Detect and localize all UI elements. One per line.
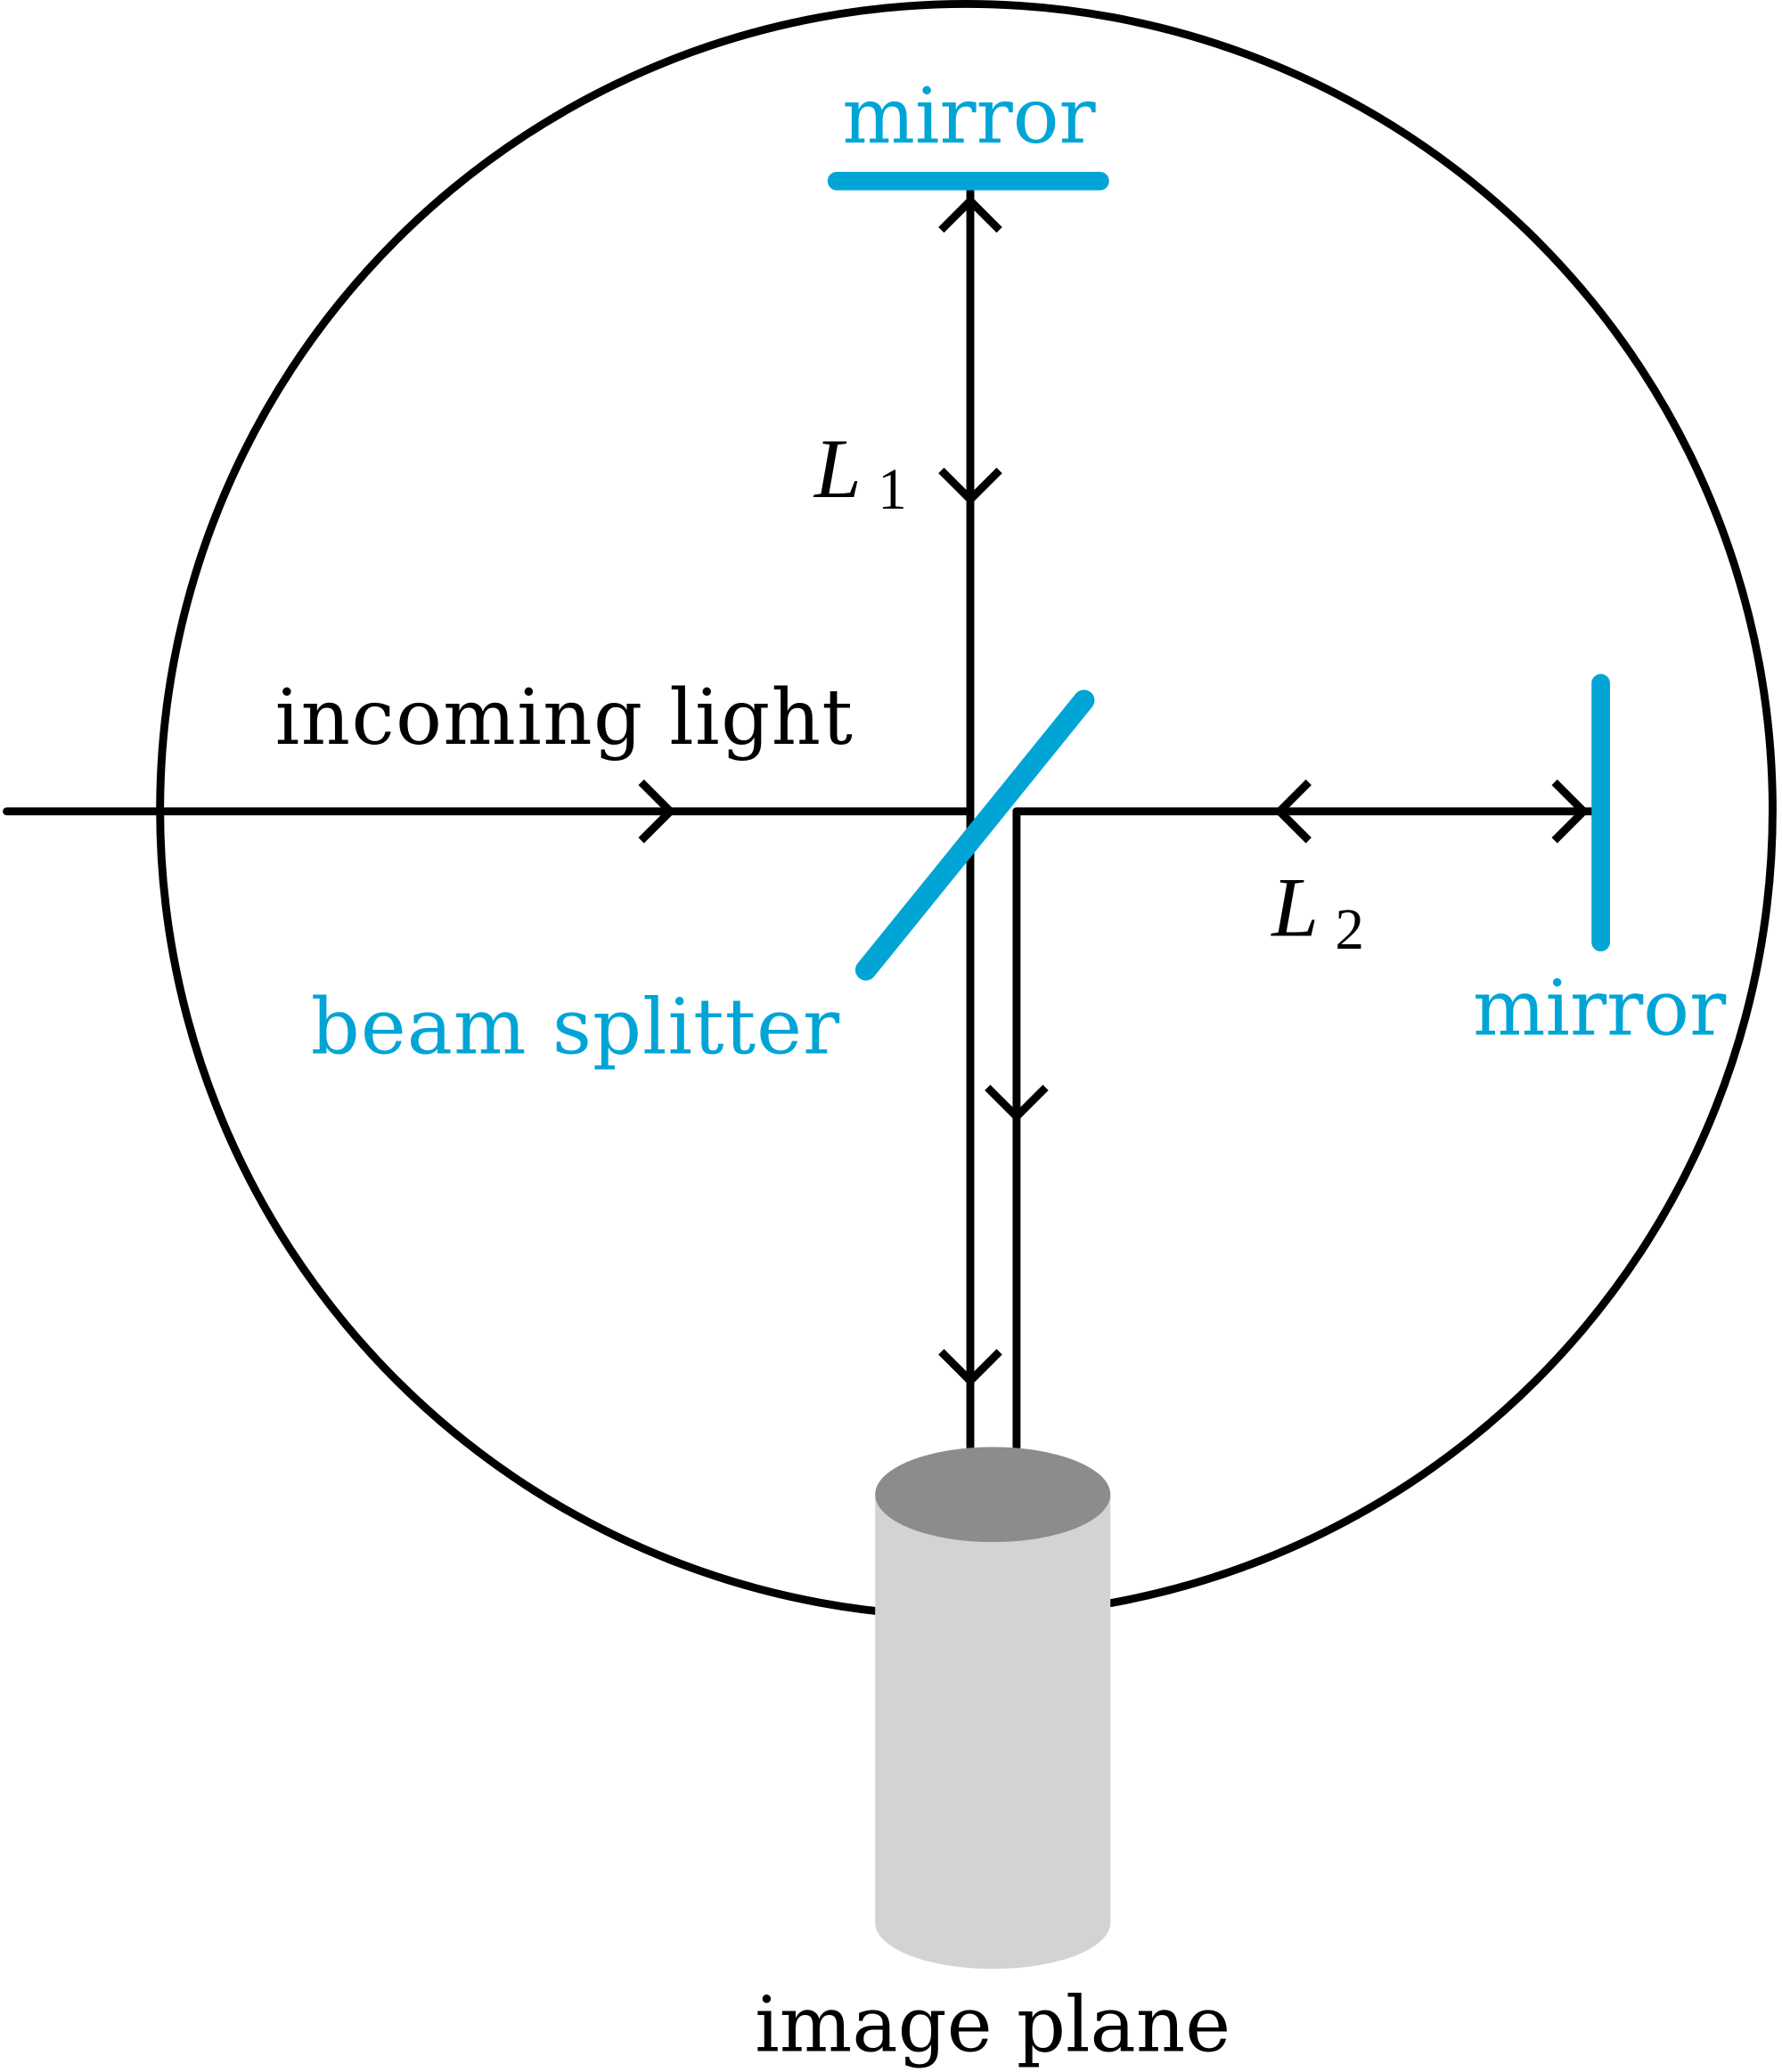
arrow-down-icon bbox=[938, 467, 1002, 506]
arrow-up-icon bbox=[938, 195, 1002, 233]
image-plane-label: image plane bbox=[755, 1980, 1230, 2069]
l2-subscript: 2 bbox=[1335, 898, 1364, 962]
length-l2-label: L 2 bbox=[1270, 860, 1364, 962]
arrow-right-icon bbox=[1551, 779, 1590, 844]
beam-splitter-label: beam splitter bbox=[311, 983, 840, 1072]
arrow-right-icon bbox=[638, 779, 676, 844]
arrow-down-icon bbox=[985, 1084, 1049, 1122]
l2-symbol: L bbox=[1270, 860, 1319, 954]
right-mirror-label: mirror bbox=[1473, 965, 1727, 1054]
cylinder-top bbox=[875, 1447, 1111, 1543]
arrow-down-icon bbox=[938, 1349, 1002, 1387]
l1-symbol: L bbox=[813, 421, 862, 516]
incoming-light-label: incoming light bbox=[275, 673, 853, 763]
top-mirror-label: mirror bbox=[842, 72, 1096, 161]
beam-splitter bbox=[854, 689, 1095, 981]
image-plane-cylinder bbox=[875, 1447, 1111, 1970]
length-l1-label: L 1 bbox=[813, 421, 907, 522]
l1-subscript: 1 bbox=[878, 458, 907, 522]
arrow-left-icon bbox=[1273, 779, 1312, 844]
cylinder-body bbox=[875, 1494, 1111, 1923]
